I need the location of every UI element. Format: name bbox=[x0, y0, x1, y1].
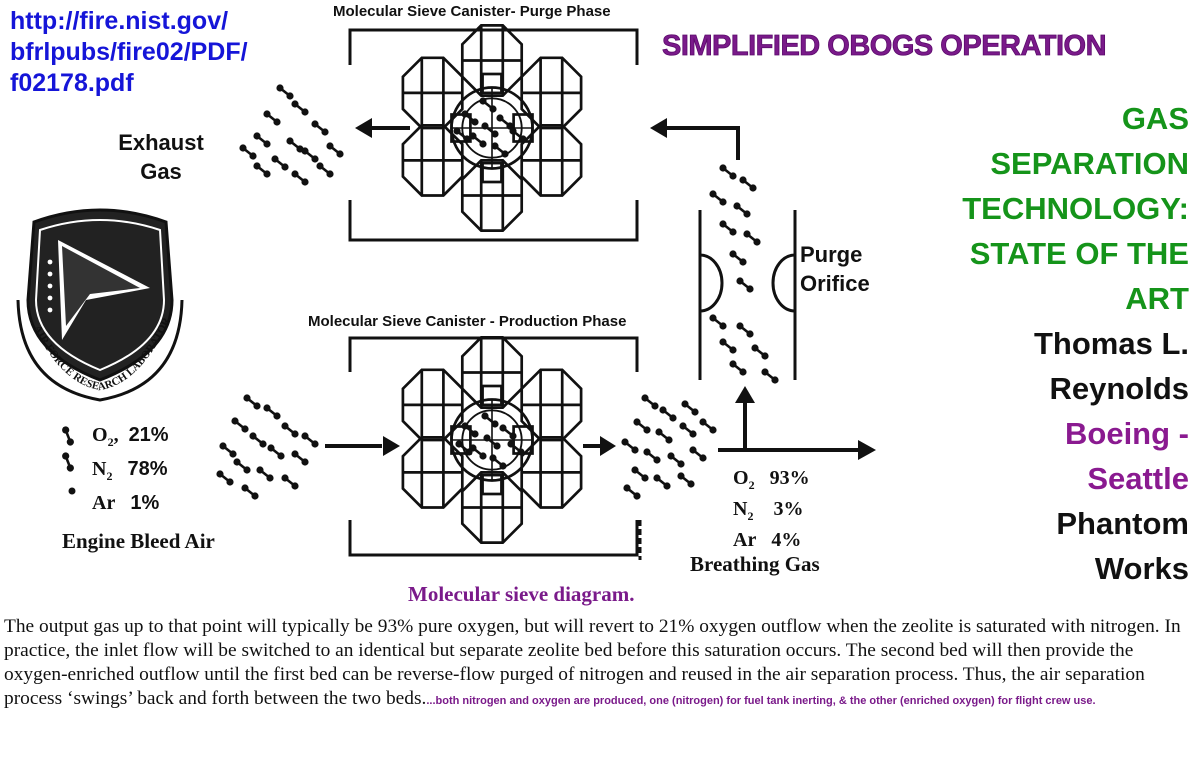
purge-orifice bbox=[698, 210, 797, 380]
company-line: Seattle bbox=[1087, 461, 1189, 496]
footnote-text: ...both nitrogen and oxygen are produced… bbox=[426, 695, 1096, 707]
purge-canister bbox=[348, 24, 639, 242]
inlet-ar-row: Ar 1% bbox=[92, 492, 160, 514]
presentation-info: GAS SEPARATION TECHNOLOGY: STATE OF THE … bbox=[962, 96, 1189, 591]
exhaust-gas-label: Exhaust Gas bbox=[118, 130, 204, 184]
company-name: Boeing - Seattle bbox=[962, 411, 1189, 501]
afrl-logo: AIR FORCE RESEARCH LABORATORY bbox=[0, 0, 184, 402]
title-line: GAS bbox=[1121, 101, 1189, 136]
inlet-n2-row: N2 78% bbox=[92, 458, 168, 483]
obogs-diagram: AIR FORCE RESEARCH LABORATORY bbox=[0, 0, 876, 560]
inlet-arrow bbox=[325, 436, 400, 456]
inlet-o2-row: O2, 21% bbox=[92, 424, 169, 449]
paragraph-text: The output gas up to that point will typ… bbox=[4, 616, 1181, 709]
output-arrow-small bbox=[583, 436, 616, 456]
title-line: SEPARATION bbox=[990, 146, 1189, 181]
inlet-legend-symbols bbox=[55, 423, 81, 495]
outlet-ar-row: Ar 4% bbox=[733, 529, 802, 551]
source-url-link[interactable]: http://fire.nist.gov/ bfrlpubs/fire02/PD… bbox=[10, 7, 248, 97]
company-line: Boeing - bbox=[1065, 416, 1189, 451]
production-canister bbox=[348, 336, 642, 560]
purge-return-arrow bbox=[650, 118, 740, 160]
exhaust-arrow bbox=[355, 118, 410, 138]
split-arrows bbox=[718, 386, 876, 460]
purge-canister-label: Molecular Sieve Canister- Purge Phase bbox=[333, 3, 611, 20]
production-canister-label: Molecular Sieve Canister - Production Ph… bbox=[308, 313, 627, 330]
title-line: ART bbox=[1125, 281, 1189, 316]
engine-bleed-air-label: Engine Bleed Air bbox=[62, 529, 215, 553]
author-line: Reynolds bbox=[1049, 371, 1189, 406]
diagram-caption: Molecular sieve diagram. bbox=[408, 582, 635, 606]
purge-orifice-label: Purge Orifice bbox=[800, 242, 870, 296]
author-name: Thomas L. Reynolds bbox=[962, 321, 1189, 411]
outlet-n2-row: N2 3% bbox=[733, 498, 804, 523]
title-line: STATE OF THE bbox=[969, 236, 1189, 271]
inlet-composition: O2, 21% N2 78% Ar 1% bbox=[92, 422, 169, 522]
inlet-molecules bbox=[215, 393, 320, 501]
breathing-gas-label: Breathing Gas bbox=[690, 552, 820, 576]
title-line: TECHNOLOGY: bbox=[962, 191, 1189, 226]
presentation-title: GAS SEPARATION TECHNOLOGY: STATE OF THE … bbox=[962, 96, 1189, 321]
outlet-composition: O2 93% N2 3% Ar 4% bbox=[733, 466, 810, 558]
division-line: Phantom bbox=[1056, 506, 1189, 541]
author-line: Thomas L. bbox=[1033, 326, 1189, 361]
main-title: SIMPLIFIED OBOGS OPERATION bbox=[662, 30, 1107, 63]
outlet-o2-row: O2 93% bbox=[733, 467, 810, 492]
exhaust-molecules bbox=[238, 83, 345, 187]
division-name: Phantom Works bbox=[962, 501, 1189, 591]
outlet-molecules bbox=[620, 393, 718, 501]
body-paragraph: The output gas up to that point will typ… bbox=[4, 615, 1198, 713]
division-line: Works bbox=[1094, 551, 1189, 586]
